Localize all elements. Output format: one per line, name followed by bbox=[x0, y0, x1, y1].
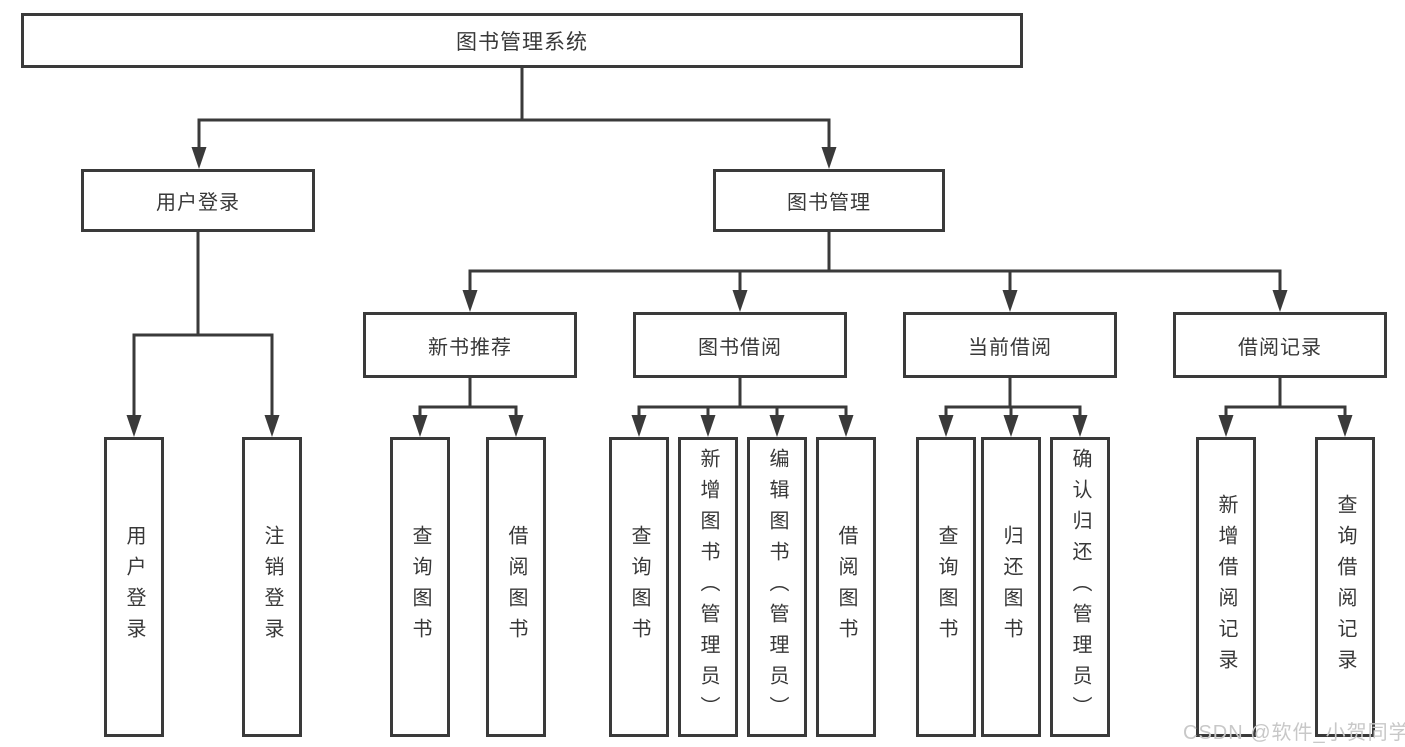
connector-book-mgmt-children bbox=[468, 230, 1282, 273]
arrowhead-icon bbox=[1002, 290, 1018, 312]
leaf-return-books-label: 归还图书 bbox=[1000, 525, 1022, 649]
node-user-login: 用户登录 bbox=[81, 169, 315, 232]
connector-new-book-children bbox=[418, 376, 518, 409]
leaf-current-query-books-label: 查询图书 bbox=[935, 525, 957, 649]
node-borrowing-records-label: 借阅记录 bbox=[1238, 336, 1322, 359]
leaf-add-book-admin-label: 新增图书（管理员） bbox=[697, 447, 719, 727]
node-current-borrowing-label: 当前借阅 bbox=[968, 336, 1052, 359]
leaf-edit-book-admin: 编辑图书（管理员） bbox=[747, 437, 807, 737]
node-book-borrowing-label: 图书借阅 bbox=[698, 336, 782, 359]
node-borrowing-records: 借阅记录 bbox=[1173, 312, 1387, 378]
leaf-add-borrow-record: 新增借阅记录 bbox=[1196, 437, 1256, 737]
arrowhead-icon bbox=[264, 415, 280, 437]
arrowhead-icon bbox=[1072, 415, 1088, 437]
leaf-newbook-borrow-books: 借阅图书 bbox=[486, 437, 546, 737]
node-user-login-label: 用户登录 bbox=[156, 192, 240, 214]
arrowhead-icon bbox=[732, 290, 748, 312]
node-new-book-recommendation: 新书推荐 bbox=[363, 312, 577, 378]
node-book-borrowing: 图书借阅 bbox=[633, 312, 847, 378]
arrowhead-icon bbox=[126, 415, 142, 437]
arrowhead-icon bbox=[412, 415, 428, 437]
node-book-management-label: 图书管理 bbox=[787, 192, 871, 214]
arrowhead-icon bbox=[1337, 415, 1353, 437]
leaf-borrowing-query-books-label: 查询图书 bbox=[628, 525, 650, 649]
node-new-book-recommendation-label: 新书推荐 bbox=[428, 336, 512, 359]
arrowhead-icon bbox=[938, 415, 954, 437]
arrowhead-icon bbox=[508, 415, 524, 437]
arrowhead-icon bbox=[1272, 290, 1288, 312]
leaf-logout-label: 注销登录 bbox=[261, 525, 283, 649]
leaf-edit-book-admin-label: 编辑图书（管理员） bbox=[766, 447, 788, 727]
watermark: CSDN @软件_小贺同学 bbox=[1183, 722, 1405, 744]
leaf-add-borrow-record-label: 新增借阅记录 bbox=[1215, 494, 1237, 680]
connector-user-login-children bbox=[132, 230, 274, 337]
arrowhead-icon bbox=[462, 290, 478, 312]
leaf-user-login-label: 用户登录 bbox=[123, 525, 145, 649]
arrowhead-icon bbox=[838, 415, 854, 437]
arrowhead-icon bbox=[1003, 415, 1019, 437]
connector-current-borrow-children bbox=[944, 376, 1082, 409]
leaf-confirm-return-admin-label: 确认归还（管理员） bbox=[1069, 447, 1091, 727]
node-library-management-system: 图书管理系统 bbox=[21, 13, 1023, 68]
leaf-borrowing-borrow-books-label: 借阅图书 bbox=[835, 525, 857, 649]
leaf-newbook-borrow-books-label: 借阅图书 bbox=[505, 525, 527, 649]
leaf-confirm-return-admin: 确认归还（管理员） bbox=[1050, 437, 1110, 737]
leaf-add-book-admin: 新增图书（管理员） bbox=[678, 437, 738, 737]
arrowhead-icon bbox=[821, 147, 837, 169]
leaf-query-borrow-record: 查询借阅记录 bbox=[1315, 437, 1375, 737]
node-library-management-system-label: 图书管理系统 bbox=[456, 30, 588, 54]
leaf-query-borrow-record-label: 查询借阅记录 bbox=[1334, 494, 1356, 680]
leaf-return-books: 归还图书 bbox=[981, 437, 1041, 737]
node-current-borrowing: 当前借阅 bbox=[903, 312, 1117, 378]
leaf-logout: 注销登录 bbox=[242, 437, 302, 737]
leaf-newbook-query-books: 查询图书 bbox=[390, 437, 450, 737]
leaf-current-query-books: 查询图书 bbox=[916, 437, 976, 737]
leaf-user-login: 用户登录 bbox=[104, 437, 164, 737]
arrowhead-icon bbox=[769, 415, 785, 437]
connector-borrow-records-children bbox=[1224, 376, 1347, 409]
connector-book-borrow-children bbox=[637, 376, 848, 409]
node-book-management: 图书管理 bbox=[713, 169, 945, 232]
arrowhead-icon bbox=[191, 147, 207, 169]
arrowhead-icon bbox=[700, 415, 716, 437]
arrowhead-icon bbox=[631, 415, 647, 437]
connector-root-to-level2 bbox=[197, 66, 831, 122]
leaf-borrowing-query-books: 查询图书 bbox=[609, 437, 669, 737]
arrowhead-icon bbox=[1218, 415, 1234, 437]
leaf-borrowing-borrow-books: 借阅图书 bbox=[816, 437, 876, 737]
leaf-newbook-query-books-label: 查询图书 bbox=[409, 525, 431, 649]
